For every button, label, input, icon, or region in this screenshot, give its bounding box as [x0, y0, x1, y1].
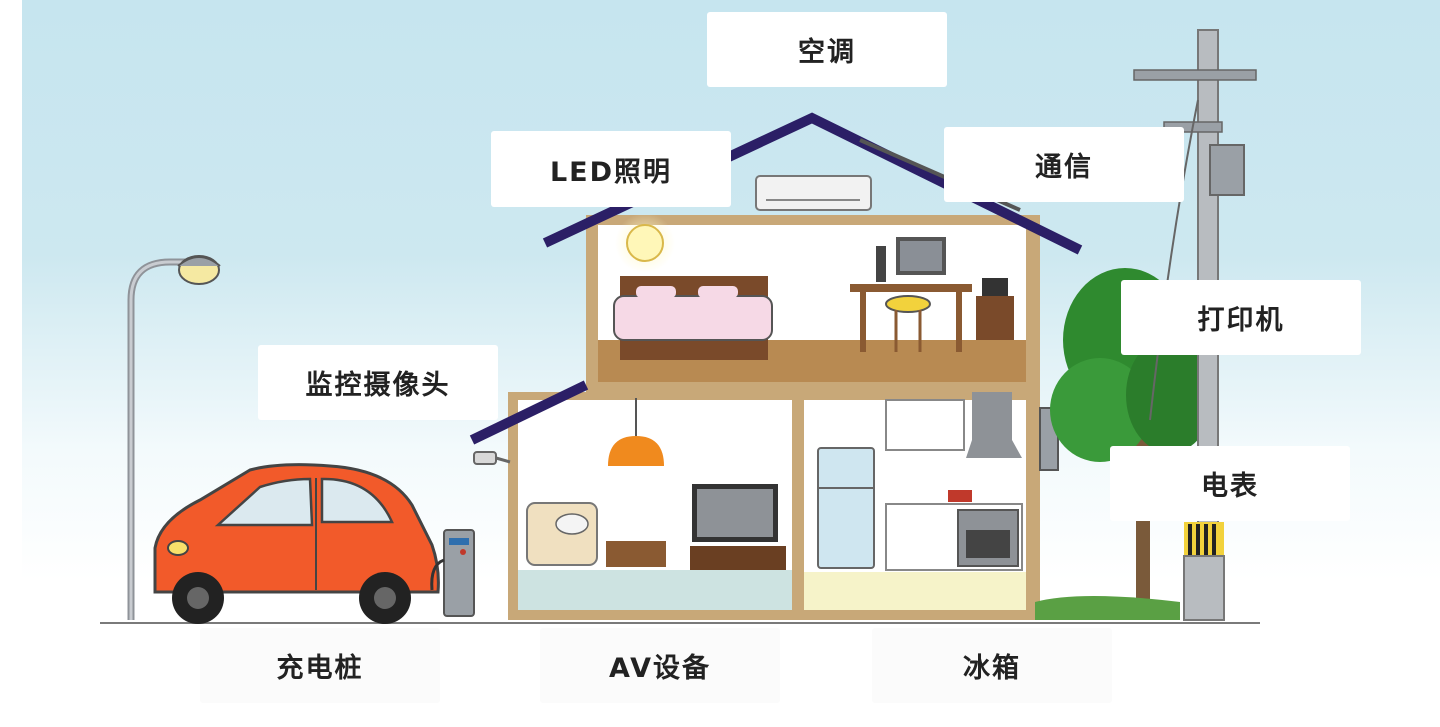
range-hood	[966, 392, 1022, 458]
desk	[850, 237, 1014, 352]
ceiling-light	[615, 213, 675, 273]
air-conditioner	[755, 175, 872, 211]
lower-roof	[469, 380, 589, 445]
label-security-camera: 监控摄像头	[258, 345, 498, 420]
security-camera	[473, 451, 511, 465]
television	[690, 484, 786, 570]
street-lamp	[127, 255, 221, 620]
left-margin	[0, 0, 22, 727]
label-av-equipment: AV设备	[540, 628, 780, 703]
kitchen-counter	[885, 490, 1023, 571]
refrigerator	[817, 447, 875, 569]
label-printer: 打印机	[1121, 280, 1361, 355]
label-charging-pile: 充电桩	[200, 628, 440, 703]
label-aircon: 空调	[707, 12, 947, 87]
wall-cabinet	[885, 399, 965, 451]
bed	[613, 276, 773, 360]
armchair	[526, 502, 598, 566]
label-electric-meter: 电表	[1110, 446, 1350, 521]
coffee-table	[606, 541, 666, 567]
label-led-lighting: LED照明	[491, 131, 731, 207]
label-communication: 通信	[944, 127, 1184, 202]
label-refrigerator: 冰箱	[872, 628, 1112, 703]
electric-car	[153, 463, 440, 624]
pendant-lamp	[608, 398, 664, 466]
charging-station	[430, 529, 475, 617]
